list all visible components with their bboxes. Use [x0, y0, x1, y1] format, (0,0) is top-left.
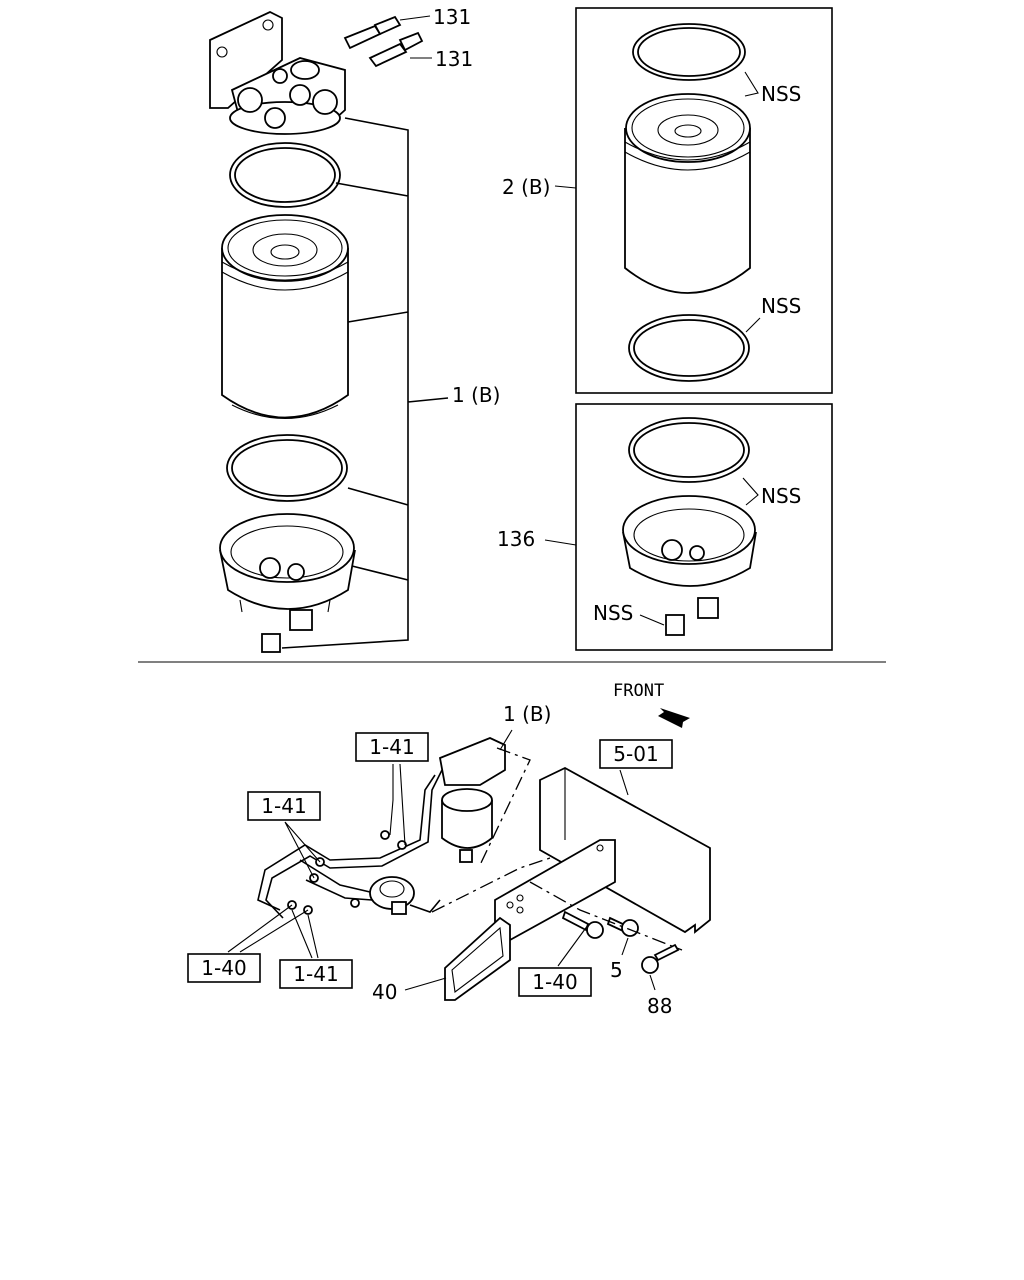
kit-2b-cartridge: [624, 93, 751, 294]
mounting-bracket: [444, 839, 616, 1001]
callout-nss-1: NSS: [761, 82, 801, 106]
callout-5: 5: [610, 958, 623, 982]
mounting-dash-lines: [431, 747, 683, 951]
filter-head-assembly: [209, 11, 424, 135]
leader-nss-2: [745, 317, 761, 333]
callout-1b-lower: 1 (B): [503, 702, 551, 726]
ref-box-5-01: 5-01: [599, 739, 673, 769]
ref-1-41-left-text: 1-41: [261, 794, 306, 818]
kit-136-box: [575, 403, 833, 651]
callout-nss-4: NSS: [593, 601, 633, 625]
leader-bracket-1b: [281, 117, 449, 649]
leader-136: [544, 539, 577, 546]
bolts: [561, 910, 680, 974]
ref-box-1-41-bottom: 1-41: [279, 959, 353, 989]
priming-pump: [369, 876, 415, 915]
ref-1-41-bottom-text: 1-41: [293, 962, 338, 986]
lower-leaders: [227, 729, 656, 991]
ref-1-40-right-text: 1-40: [532, 970, 577, 994]
o-ring-lower: [226, 434, 348, 502]
filter-cartridge: [221, 214, 349, 419]
callout-136: 136: [497, 527, 535, 551]
fuel-hoses: [257, 769, 443, 919]
front-arrow-icon: [658, 708, 690, 728]
kit-2b-box: [575, 7, 833, 394]
callout-131-second: 131: [435, 47, 473, 71]
callout-nss-2: NSS: [761, 294, 801, 318]
leader-nss-4: [639, 614, 665, 626]
kit-136-bowl: [622, 495, 757, 636]
ref-box-1-40-right: 1-40: [518, 967, 592, 997]
leader-nss-3: [742, 477, 759, 506]
installed-filter-unit: [438, 737, 506, 863]
callout-1b: 1 (B): [452, 383, 500, 407]
callout-nss-3: NSS: [761, 484, 801, 508]
ref-box-1-40-left: 1-40: [187, 953, 261, 983]
ref-box-1-41-top: 1-41: [355, 732, 429, 762]
leader-nss-1: [744, 71, 759, 97]
ref-box-1-41-left: 1-41: [247, 791, 321, 821]
kit-2b-o-ring-bottom: [628, 314, 750, 382]
o-ring-upper: [229, 142, 341, 208]
ref-1-40-left-text: 1-40: [201, 956, 246, 980]
kit-2b-o-ring-top: [632, 23, 746, 81]
ref-1-41-top-text: 1-41: [369, 735, 414, 759]
leader-2b: [554, 185, 577, 189]
ref-5-01-text: 5-01: [613, 742, 658, 766]
callout-88: 88: [647, 994, 672, 1018]
water-separator-bowl: [219, 513, 356, 653]
callout-2b: 2 (B): [502, 175, 550, 199]
leader-131a: [399, 15, 431, 21]
front-label: FRONT: [613, 681, 664, 701]
callout-40: 40: [372, 980, 397, 1004]
callout-131-top: 131: [433, 5, 471, 29]
kit-136-o-ring: [628, 417, 750, 483]
